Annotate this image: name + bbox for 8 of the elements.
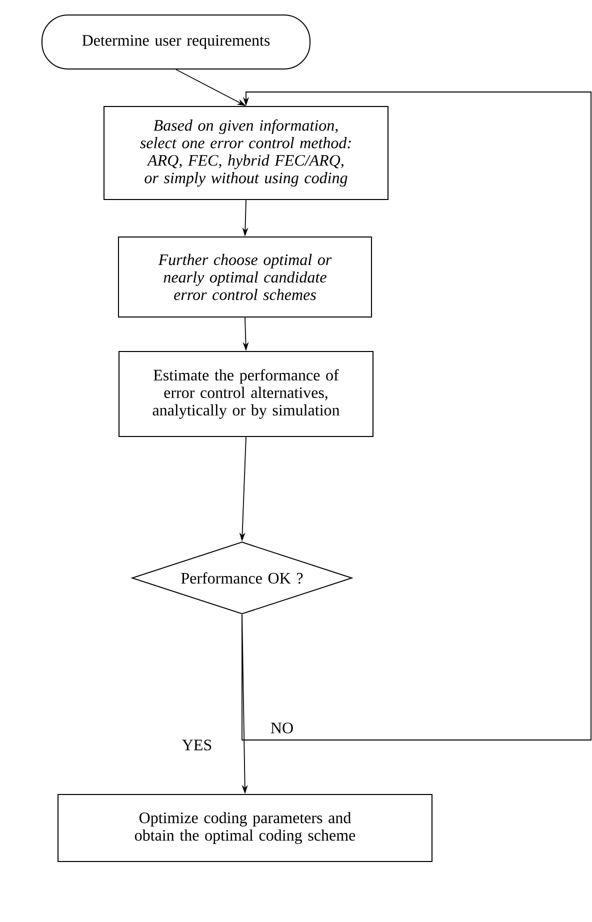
process-box: Further choose optimal or nearly optimal candidate error control schemes bbox=[118, 236, 372, 318]
edge-label: NO bbox=[269, 722, 295, 734]
process-box: Based on given information, select one error control method: ARQ, FEC, hybrid FEC/ARQ, or simply without using coding bbox=[104, 106, 388, 200]
start-terminal: Determine user requirements bbox=[42, 14, 310, 70]
edge-label: YES bbox=[180, 738, 214, 752]
process-box: Optimize coding parameters and obtain the optimal coding scheme bbox=[58, 794, 432, 862]
arrow bbox=[242, 92, 592, 740]
process-box: Estimate the performance of error control alternatives, analytically or by simulation bbox=[118, 351, 374, 437]
